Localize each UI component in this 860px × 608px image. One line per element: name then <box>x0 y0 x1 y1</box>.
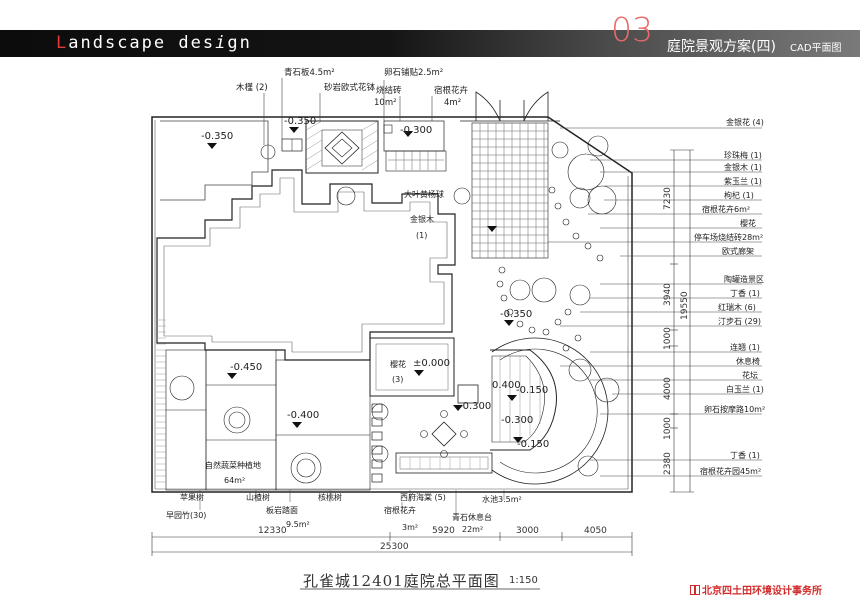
bottom-label-5: 核桃树 <box>318 492 342 502</box>
bottom-dim-2: 3000 <box>516 526 539 536</box>
header-title: 庭院景观方案(四) <box>667 39 776 55</box>
company-logo-icon <box>690 585 700 595</box>
logo-first-letter: L <box>56 33 69 53</box>
right-label-1: 珍珠梅 (1) <box>724 150 762 160</box>
bottom-dim-1: 5920 <box>432 526 455 536</box>
bottom-dim-4: 25300 <box>380 542 409 552</box>
right-label-16: 白玉兰 (1) <box>726 384 764 394</box>
right-label-9: 陶罐造景区 <box>724 274 764 284</box>
elev-10: -0.300 <box>501 415 533 426</box>
right-label-0: 金银花 (4) <box>726 117 764 127</box>
right-label-3: 紫玉兰 (1) <box>724 176 762 186</box>
right-label-7: 停车场烧结砖28m² <box>694 232 763 242</box>
site-boundary <box>151 116 633 493</box>
elev-8: 0.400 <box>492 380 521 391</box>
elev-2: -0.300 <box>400 125 432 136</box>
right-dim-5: 1000 <box>663 417 673 440</box>
bottom-label-4: 9.5m² <box>286 520 310 529</box>
right-label-10: 丁香 (1) <box>730 288 760 298</box>
bottom-dim-0: 12330 <box>258 526 287 536</box>
section-number: 03 <box>611 10 653 49</box>
inner-label-1: 金银木 <box>410 214 434 224</box>
bottom-label-10: 22m² <box>462 525 483 534</box>
right-label-19: 宿根花卉园45m² <box>700 466 761 476</box>
drawing-scale: 1:150 <box>509 575 538 586</box>
elev-6: ±0.000 <box>413 358 450 369</box>
top-label-4: 烧结砖 <box>376 85 402 96</box>
right-label-4: 枸杞 (1) <box>724 190 754 200</box>
bottom-label-6: 西府海棠 (5) <box>400 492 446 502</box>
right-dim-6: 2380 <box>663 452 673 475</box>
logo-part-a: andscape <box>68 33 167 53</box>
right-label-2: 金银木 (1) <box>724 162 762 172</box>
company-name: 北京四土田环境设计事务所 <box>690 582 822 597</box>
right-label-5: 宿根花卉6m² <box>702 204 750 214</box>
parking-paving-grid <box>471 122 549 259</box>
header-bar <box>0 30 860 57</box>
logo-part-b: des <box>178 33 216 53</box>
bottom-label-8: 3m² <box>402 523 418 532</box>
logo-part-d: gn <box>227 33 252 53</box>
bottom-label-1: 早园竹(30) <box>166 510 206 520</box>
inner-label-4: (3) <box>392 375 403 384</box>
elev-5: -0.400 <box>287 410 319 421</box>
bottom-label-3: 板岩踏面 <box>266 505 298 515</box>
right-dim-1: 3940 <box>663 283 673 306</box>
bottom-dim-3: 4050 <box>584 526 607 536</box>
right-label-12: 汀步石 (29) <box>718 317 761 326</box>
right-label-11: 红瑞木 (6) <box>718 302 756 312</box>
drawing-title: 孔雀城12401庭院总平面图 <box>303 572 500 590</box>
header-subtitle: CAD平面图 <box>790 43 842 54</box>
logo-part-c: i <box>215 33 228 53</box>
right-label-8: 欧式廊架 <box>722 246 754 256</box>
trees <box>169 135 620 484</box>
right-label-13: 连翘 (1) <box>730 342 760 352</box>
left-label-0: 自然蔬菜种植地 <box>205 460 261 470</box>
right-label-15: 花坛 <box>742 370 758 380</box>
bottom-label-9: 青石休息台 <box>452 512 492 522</box>
right-dim-2: 19550 <box>680 291 690 320</box>
elev-0: -0.350 <box>201 131 233 142</box>
inner-label-3: 樱花 <box>390 359 406 369</box>
right-dim-3: 1000 <box>663 327 673 350</box>
right-label-18: 丁香 (1) <box>730 450 760 460</box>
top-label-1: 青石板4.5m² <box>284 67 335 78</box>
right-label-6: 樱花 <box>740 218 756 228</box>
bottom-label-2: 山楂树 <box>246 492 270 502</box>
elev-7: -0.300 <box>459 401 491 412</box>
right-dim-4: 4000 <box>663 377 673 400</box>
top-label-2: 砂岩欧式花钵 <box>324 82 376 93</box>
left-hatch-strip <box>156 319 166 483</box>
right-label-17: 卵石按摩路10m² <box>704 404 765 414</box>
elev-11: -0.150 <box>517 439 549 450</box>
company-label: 北京四土田环境设计事务所 <box>702 586 822 597</box>
elev-9: -0.150 <box>516 385 548 396</box>
elev-4: -0.450 <box>230 362 262 373</box>
top-label-0: 木槿 (2) <box>236 82 268 93</box>
right-label-14: 休息椅 <box>736 356 760 366</box>
bottom-label-0: 苹果树 <box>180 492 204 502</box>
inner-label-0: 大叶黄杨球 <box>404 189 444 199</box>
logo-text: Landscape design <box>56 33 252 53</box>
elev-3: -0.350 <box>500 309 532 320</box>
top-label-7: 4m² <box>444 98 461 108</box>
bottom-label-11: 水池3.5m² <box>482 494 522 504</box>
stepping-stones <box>496 186 604 352</box>
right-dim-0: 7230 <box>663 187 673 210</box>
top-label-3: 卵石铺贴2.5m² <box>384 67 443 78</box>
elev-1: -0.350 <box>284 116 316 127</box>
inner-label-2: (1) <box>416 231 427 240</box>
top-label-6: 宿根花卉 <box>434 85 469 96</box>
bottom-label-7: 宿根花卉 <box>384 505 416 515</box>
top-label-5: 10m² <box>374 98 397 108</box>
left-label-1: 64m² <box>224 476 245 485</box>
